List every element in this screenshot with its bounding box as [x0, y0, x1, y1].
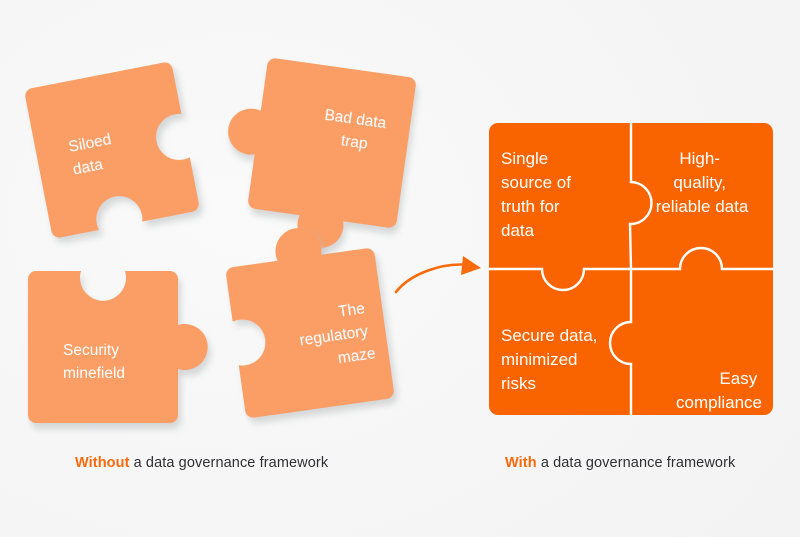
puzzle-piece-security-minefield[interactable]: Security minefield [28, 271, 208, 423]
caption-with-highlight: With [505, 455, 537, 471]
caption-with-framework: With a data governance framework [505, 455, 735, 471]
piece-label-security-minefield: Security minefield [63, 342, 125, 382]
caption-with-rest: a data governance framework [536, 455, 736, 471]
puzzle-piece-bad-data-trap[interactable]: Bad data trap [214, 53, 417, 258]
quadrant-label-easy-compliance: Easy compliance [676, 369, 762, 412]
quadrant-label-secure-data-minimized-risks: Secure data, minimized risks [501, 326, 602, 393]
caption-without-framework: Without a data governance framework [75, 455, 328, 471]
quadrant-label-high-quality-reliable-data: High- quality, reliable data [656, 149, 749, 216]
caption-without-rest: a data governance framework [129, 455, 329, 471]
arrow-curve [394, 263, 472, 294]
quadrant-label-single-source-of-truth: Single source of truth for data [501, 149, 576, 240]
puzzle-piece-regulatory-maze[interactable]: The regulatory maze [221, 218, 395, 419]
puzzle-seam-lines [487, 121, 775, 417]
caption-without-highlight: Without [75, 455, 130, 471]
arrow-head-icon [461, 256, 481, 275]
puzzle-piece-siloed-data[interactable]: Siloed data [24, 61, 200, 239]
